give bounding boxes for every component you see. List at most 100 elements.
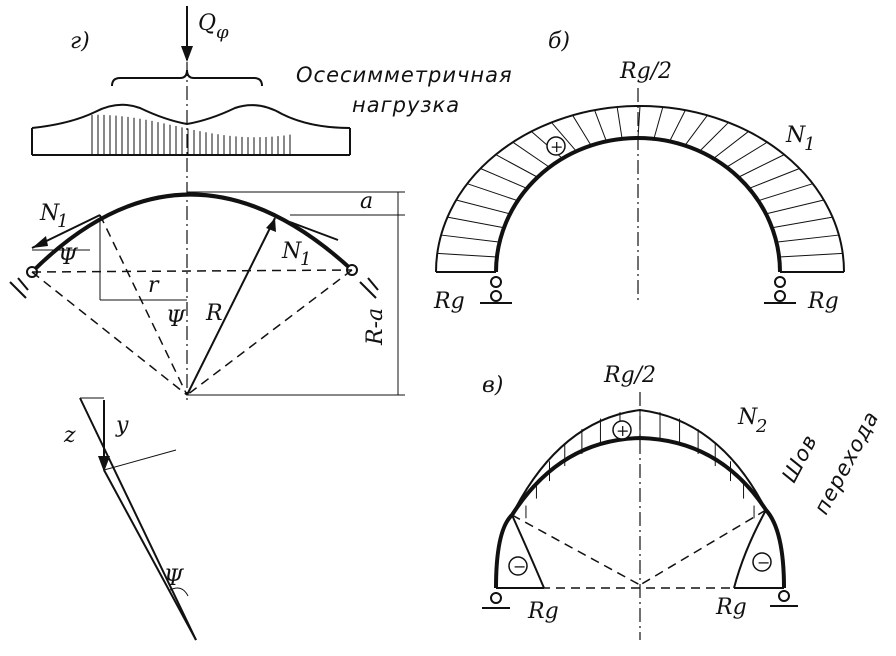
shell-arc bbox=[30, 192, 354, 274]
b-hatch-line bbox=[441, 234, 500, 243]
v-plus-sign: + bbox=[616, 421, 629, 440]
b-hatch-line bbox=[616, 106, 623, 139]
b-force-sub: 1 bbox=[804, 134, 815, 155]
v-plus-circle bbox=[612, 420, 632, 440]
z-label: z bbox=[63, 423, 76, 448]
right-support-hatch2 bbox=[367, 277, 379, 291]
a-label: a bbox=[360, 189, 373, 214]
b-hatch-line bbox=[456, 199, 511, 215]
b-hatch-line bbox=[713, 131, 749, 159]
v-seam-line2: перехода bbox=[809, 407, 884, 519]
v-minus-left-circle bbox=[508, 556, 528, 576]
b-hatch-line bbox=[653, 106, 664, 139]
b-hatch-line bbox=[699, 122, 729, 152]
b-hatch-line bbox=[684, 115, 708, 146]
b-hatch-line bbox=[779, 252, 843, 258]
v-outer-curve bbox=[511, 408, 767, 516]
n1-right-label: N bbox=[281, 239, 302, 264]
n1-left-head bbox=[32, 236, 48, 248]
b-force-label: N bbox=[785, 123, 806, 148]
panel-b: б) Rg/2 + N 1 Rg Rg bbox=[433, 29, 845, 314]
radius-right-support bbox=[186, 269, 353, 396]
b-right-label: Rg bbox=[807, 289, 839, 314]
r-label: r bbox=[148, 273, 160, 298]
b-hatch-line bbox=[594, 109, 607, 142]
b-top-label: Rg/2 bbox=[619, 59, 672, 84]
b-hatch-line bbox=[467, 183, 518, 202]
left-support-hatch bbox=[9, 281, 27, 299]
n1-right-sub: 1 bbox=[300, 249, 311, 270]
load-hatching bbox=[91, 114, 291, 155]
b-hatch-line bbox=[512, 141, 550, 168]
n1-left-label: N bbox=[39, 201, 60, 226]
b-hatch-line bbox=[726, 141, 768, 168]
load-caption-line2: нагрузка bbox=[352, 93, 460, 117]
load-label: Q bbox=[198, 11, 216, 36]
b-hatch-line bbox=[551, 122, 577, 152]
b-right-roller bbox=[774, 290, 786, 302]
radius-R-arrow bbox=[186, 217, 276, 396]
element-psi-label: Ψ bbox=[164, 566, 184, 591]
load-arrow-head bbox=[181, 46, 193, 62]
b-right-hinge bbox=[774, 276, 786, 288]
panel-v-label: в) bbox=[482, 373, 503, 398]
b-hatch-line bbox=[495, 154, 538, 178]
load-subscript: φ bbox=[216, 22, 229, 43]
v-shell-arc bbox=[494, 435, 786, 589]
psi-arc bbox=[169, 587, 189, 597]
b-hatch-line bbox=[776, 234, 839, 243]
b-hatch-line bbox=[765, 199, 824, 215]
b-hatching bbox=[437, 105, 843, 258]
v-minus-right-circle bbox=[752, 552, 772, 572]
b-hatch-line bbox=[447, 216, 505, 229]
v-minus-right-sign: − bbox=[757, 553, 770, 572]
v-seam-line1: Шов bbox=[777, 430, 822, 486]
b-hatch-line bbox=[738, 154, 785, 178]
R-label: R bbox=[205, 301, 223, 326]
panel-a-label: г) bbox=[70, 29, 90, 54]
b-hatch-line bbox=[771, 216, 833, 229]
v-force-sub: 2 bbox=[755, 416, 767, 437]
radius-R-head bbox=[266, 218, 276, 232]
v-hatching bbox=[525, 410, 755, 519]
b-plus-sign: + bbox=[550, 137, 563, 156]
v-force-label: N bbox=[737, 405, 758, 430]
Ra-label: R-a bbox=[363, 308, 388, 346]
load-curve bbox=[31, 103, 351, 129]
v-right-lobe bbox=[733, 509, 767, 589]
radius-to-point bbox=[99, 214, 188, 396]
b-left-label: Rg bbox=[433, 289, 465, 314]
b-hatch-line bbox=[748, 168, 800, 189]
v-left-hinge bbox=[490, 592, 502, 604]
element-edge-left bbox=[79, 397, 197, 641]
load-caption-line1: Осесимметричная bbox=[296, 63, 513, 87]
v-top-label: Rg/2 bbox=[603, 363, 656, 388]
b-left-roller bbox=[490, 290, 502, 302]
chord-line bbox=[31, 269, 353, 273]
b-hatch-line bbox=[758, 183, 813, 202]
radius-left-support bbox=[31, 271, 188, 396]
v-right-label: Rg bbox=[715, 595, 747, 620]
element-arc bbox=[103, 449, 177, 471]
v-dash-right bbox=[639, 509, 767, 586]
panel-a: г) Q φ Осесимметричная нагрузка bbox=[9, 6, 513, 400]
b-hatch-line bbox=[437, 252, 497, 258]
v-dash-left bbox=[511, 514, 641, 586]
v-left-label: Rg bbox=[527, 599, 559, 624]
v-minus-left-sign: − bbox=[513, 557, 526, 576]
n1-right-arrow bbox=[289, 221, 339, 241]
v-left-lobe bbox=[511, 514, 545, 589]
b-hatch-line bbox=[480, 168, 528, 189]
element-edge-right bbox=[103, 469, 197, 641]
v-right-hinge bbox=[778, 590, 790, 602]
panel-v: в) Rg/2 + − − N 2 Шов перехода Rg bbox=[482, 363, 884, 640]
n1-left-sub: 1 bbox=[57, 211, 68, 232]
shell-element: z y Ψ bbox=[63, 397, 197, 641]
b-hatch-line bbox=[572, 115, 592, 146]
b-left-hinge bbox=[490, 276, 502, 288]
psi-center-label: Ψ bbox=[166, 307, 186, 332]
panel-b-label: б) bbox=[548, 29, 570, 54]
b-plus-circle bbox=[546, 136, 566, 156]
psi-left-label: Ψ bbox=[58, 245, 78, 270]
